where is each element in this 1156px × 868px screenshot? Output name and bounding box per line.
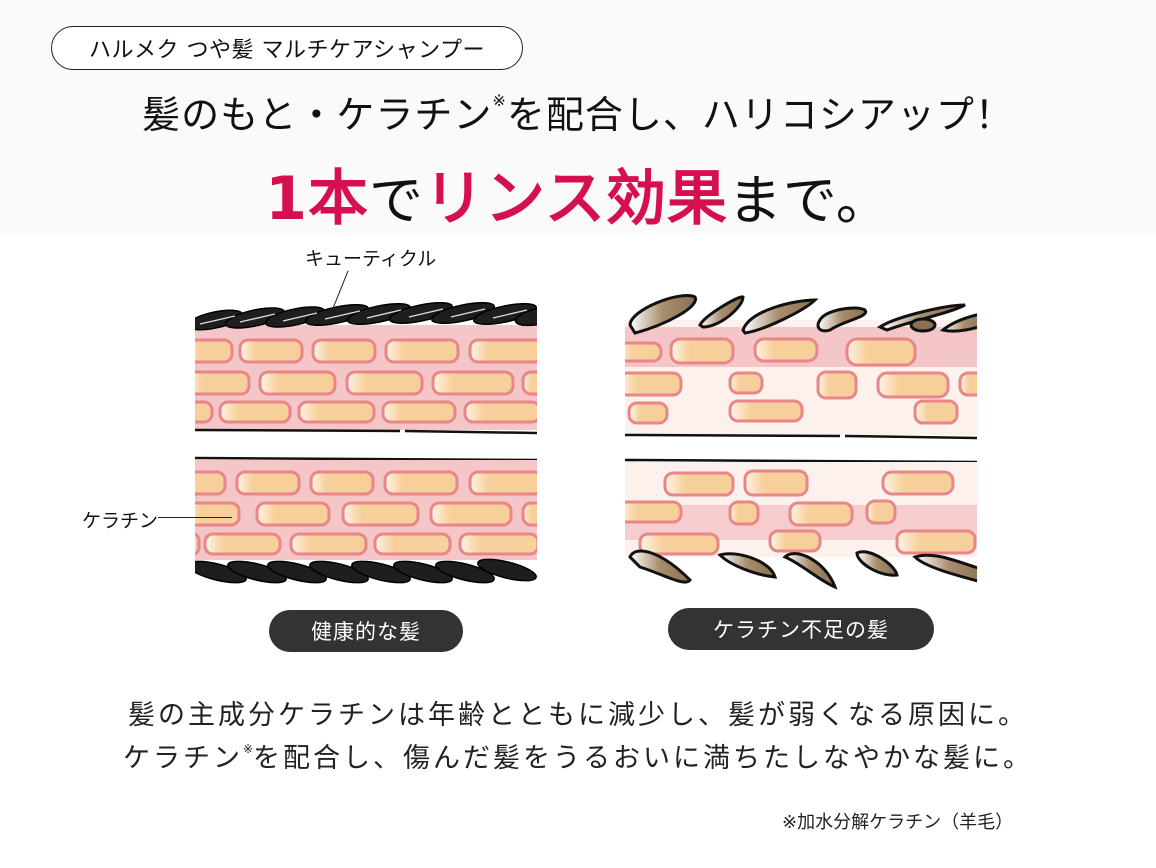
headline-accent: リンス効果	[424, 164, 728, 234]
footnote-text: ※加水分解ケラチン（羊毛）	[782, 812, 1014, 833]
cuticle-label: キューティクル	[305, 248, 437, 270]
footnote: ※加水分解ケラチン（羊毛）	[782, 808, 1013, 834]
body-text: 髪の主成分ケラチンは年齢とともに減少し、髪が弱くなる原因に。	[128, 700, 1028, 731]
headline-line1: 髪のもと・ケラチン※を配合し、ハリコシアップ！	[0, 84, 1156, 139]
healthy-hair-caption: 健康的な髪	[269, 610, 463, 652]
damaged-hair-illustration	[625, 294, 977, 590]
headline-line2: 1本でリンス効果まで。	[0, 150, 1156, 237]
body-line2: ケラチン※を配合し、傷んだ髪をうるおいに満ちたしなやかな髪に。	[0, 736, 1156, 775]
body-line1: 髪の主成分ケラチンは年齢とともに減少し、髪が弱くなる原因に。	[0, 693, 1156, 732]
headline-text: 髪のもと・ケラチン	[142, 93, 493, 137]
headline-accent: 1本	[265, 164, 370, 234]
keratin-label: ケラチン	[82, 510, 159, 532]
caption-text: 健康的な髪	[311, 620, 421, 644]
body-text: ケラチン	[122, 743, 243, 774]
keratin-leader-line	[158, 517, 232, 519]
healthy-hair-illustration	[195, 301, 537, 584]
product-name: ハルメク つや髪 マルチケアシャンプー	[89, 38, 485, 63]
headline-text: まで。	[727, 169, 891, 232]
headline-text: で	[369, 169, 425, 232]
footnote-mark: ※	[242, 742, 254, 756]
product-name-badge: ハルメク つや髪 マルチケアシャンプー	[51, 26, 523, 70]
footnote-mark: ※	[492, 91, 507, 110]
damaged-hair-caption: ケラチン不足の髪	[668, 608, 934, 650]
caption-text: ケラチン不足の髪	[713, 618, 889, 642]
body-text: を配合し、傷んだ髪をうるおいに満ちたしなやかな髪に。	[253, 743, 1034, 774]
headline-text: を配合し、ハリコシアップ！	[506, 93, 1014, 137]
